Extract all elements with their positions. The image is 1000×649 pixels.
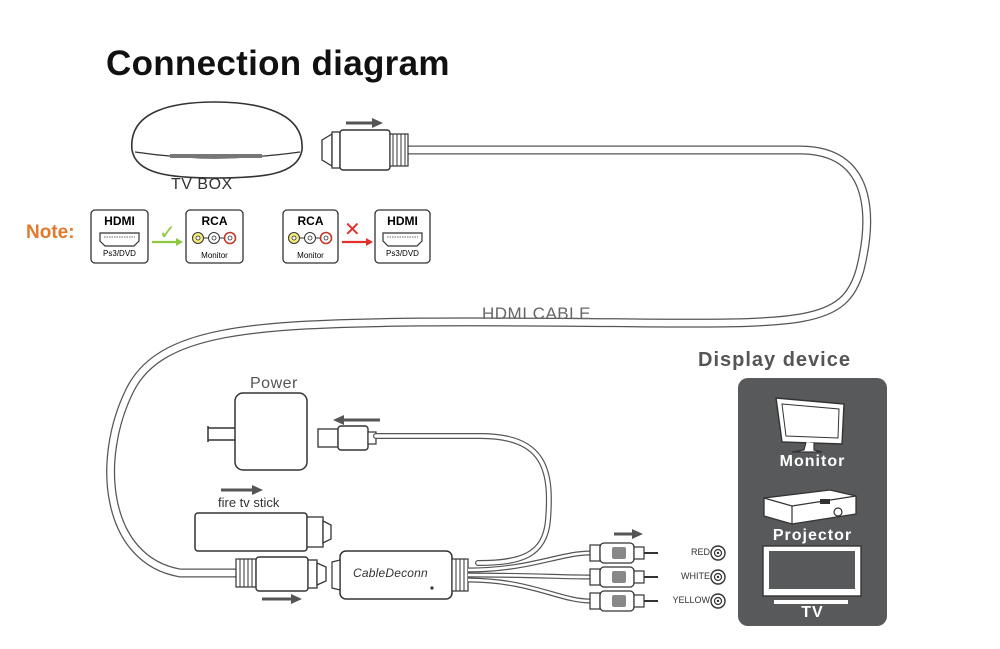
device-label-monitor: Monitor — [779, 453, 846, 470]
fire-tv-stick-device — [194, 512, 332, 552]
usb-cable — [373, 433, 552, 566]
converter-brand: CableDeconn — [353, 566, 428, 580]
rca-label-red: RED — [690, 547, 710, 557]
direction-arrow-power — [333, 415, 380, 425]
tv-box-device — [131, 101, 303, 179]
rca-plug-yellow — [589, 590, 658, 612]
note-card-rca-source — [282, 209, 339, 264]
display-device-icons — [762, 397, 862, 604]
hdmi-plug-bottom — [235, 556, 327, 592]
page-title: Connection diagram — [106, 44, 450, 83]
note-arrow-ok — [152, 238, 183, 246]
note-card-hdmi-source-sub: Ps3/DVD — [103, 249, 136, 258]
note-label: Note: — [26, 222, 75, 243]
device-label-tv: TV — [801, 604, 824, 621]
rca-label-yellow: YELLOW — [672, 595, 710, 605]
rca-plug-white — [589, 566, 658, 588]
power-adapter — [207, 392, 308, 471]
direction-arrow-stick — [221, 485, 263, 495]
cross-icon: ✕ — [344, 219, 361, 241]
note-card-hdmi-target — [374, 209, 431, 264]
note-arrow-bad — [342, 238, 373, 246]
note-card-rca-source-sub: Monitor — [297, 251, 324, 260]
note-card-rca-target — [185, 209, 244, 264]
note-card-hdmi-target-sub: Ps3/DVD — [386, 249, 419, 258]
note-card-rca-target-sub: Monitor — [201, 251, 228, 260]
rca-jack-red — [710, 545, 726, 561]
note-card-hdmi-source-header: HDMI — [104, 214, 135, 228]
rca-plug-red — [589, 542, 658, 564]
check-icon: ✓ — [159, 222, 176, 244]
fire-tv-stick-label: fire tv stick — [218, 495, 280, 510]
rca-jack-yellow — [710, 593, 726, 609]
usb-plug — [317, 425, 377, 451]
note-card-hdmi-source — [90, 209, 149, 264]
direction-arrow-top — [346, 118, 383, 128]
device-label-projector: Projector — [772, 527, 853, 544]
hdmi-cable-label: HDMI CABLE — [482, 304, 591, 323]
note-card-hdmi-target-header: HDMI — [387, 214, 418, 228]
monitor-icon — [775, 397, 845, 453]
rca-label-white: WHITE — [681, 571, 710, 581]
rca-jack-white — [710, 569, 726, 585]
note-card-rca-target-header: RCA — [201, 214, 228, 228]
hdmi-plug-top — [321, 129, 409, 171]
direction-arrow-bottom — [262, 594, 302, 604]
direction-arrow-rca — [614, 529, 643, 539]
converter-box — [331, 550, 469, 600]
tv-icon — [762, 545, 862, 604]
tv-box-label: TV BOX — [171, 176, 233, 193]
power-label: Power — [250, 375, 298, 392]
projector-icon — [763, 489, 857, 525]
note-card-rca-source-header: RCA — [297, 214, 324, 228]
display-device-title: Display device — [698, 349, 851, 371]
